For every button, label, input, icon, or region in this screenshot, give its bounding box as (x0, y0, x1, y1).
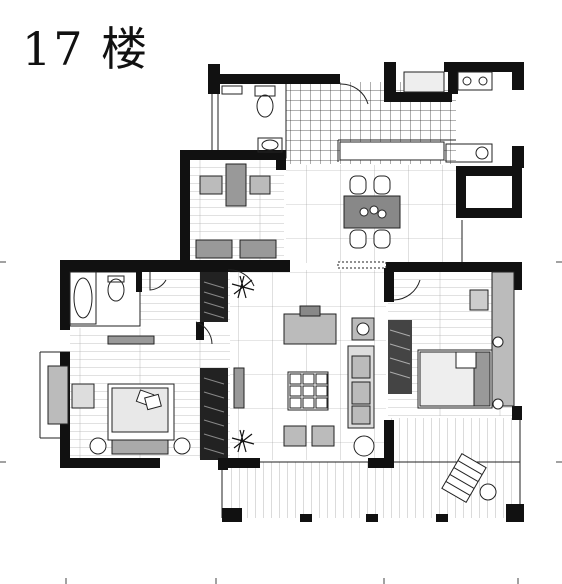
bathtub-icon (69, 271, 125, 325)
living-door (227, 269, 255, 287)
bedroom-door (195, 321, 213, 345)
balcony-right-floor (386, 418, 518, 464)
dining-table-icon (343, 175, 401, 249)
margin-ticks (0, 261, 562, 584)
bed-icon (47, 335, 191, 455)
right-bedroom-door (393, 279, 421, 301)
stove-icon (339, 71, 493, 163)
desk-icon (195, 163, 277, 259)
bath-door (149, 272, 167, 291)
lounge-chair-icon (441, 452, 497, 504)
kitchen-door (339, 83, 369, 105)
plant-icon (231, 275, 255, 453)
toilet-icon (221, 85, 283, 153)
bed-icon-right (417, 289, 504, 410)
floor-label: 17 楼 (22, 22, 150, 76)
sofa-icon (233, 305, 375, 457)
counter (337, 261, 387, 269)
wardrobe-hatch (203, 281, 225, 455)
